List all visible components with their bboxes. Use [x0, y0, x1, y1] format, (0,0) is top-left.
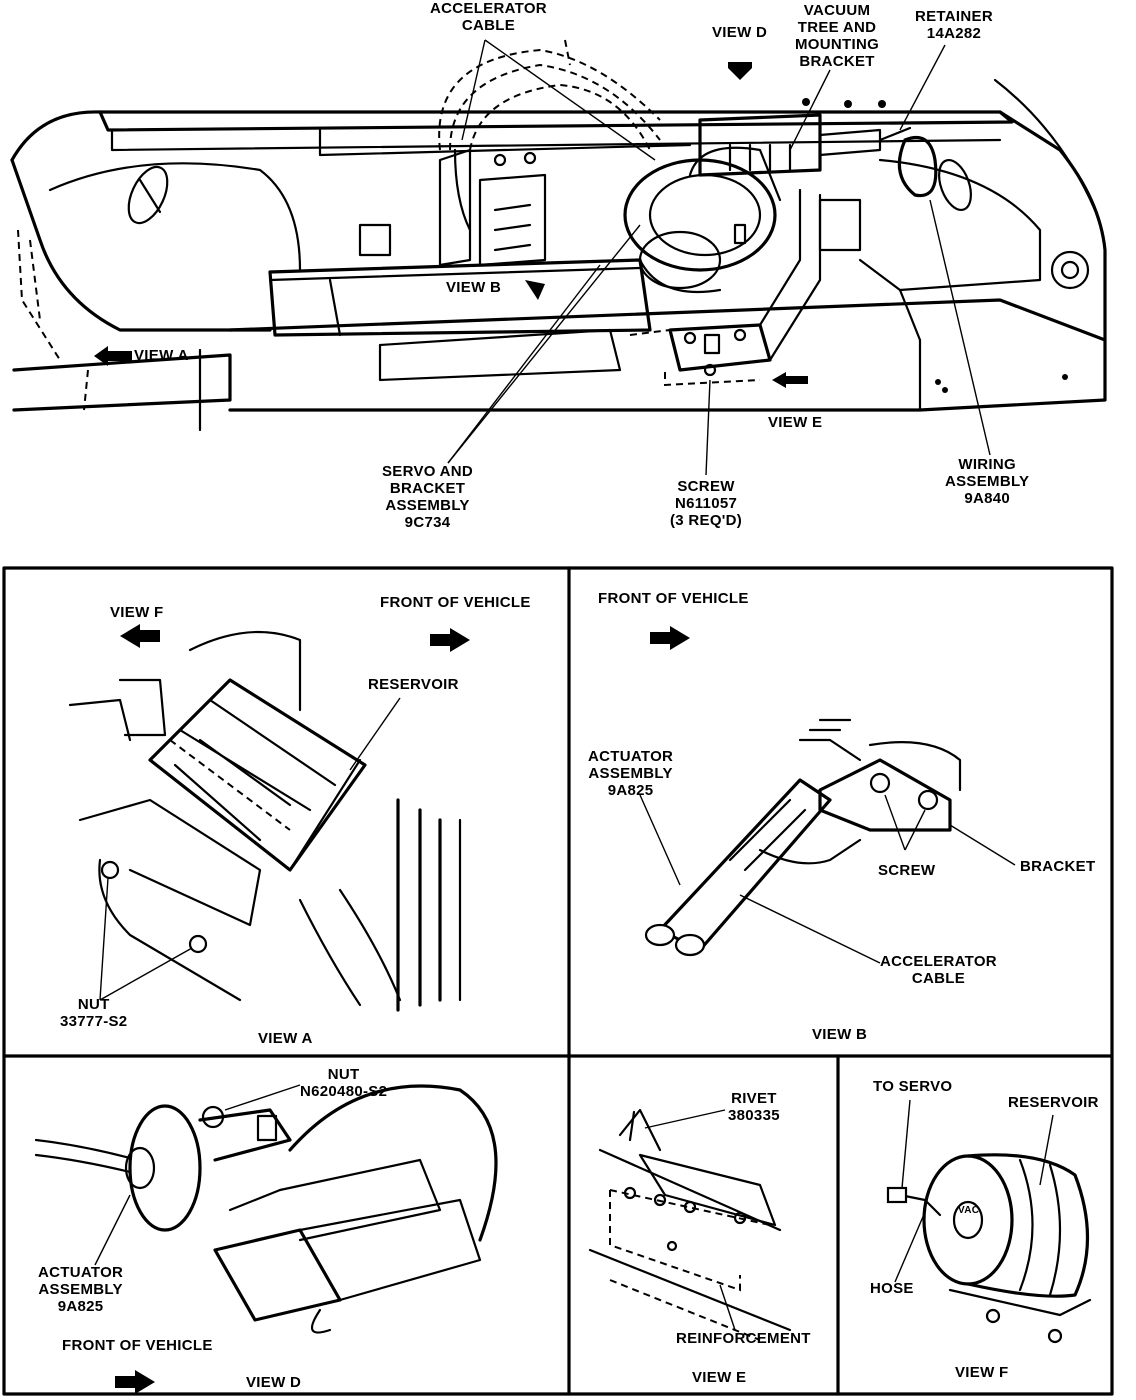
- wiring-assembly-label: WIRING ASSEMBLY 9A840: [945, 456, 1030, 507]
- engine-compartment-drawing: [10, 39, 1107, 476]
- view-a-front-label: FRONT OF VEHICLE: [380, 594, 531, 611]
- view-f-hose-label: HOSE: [870, 1280, 914, 1297]
- view-e-callout: VIEW E: [768, 414, 823, 431]
- vacuum-tree-label: VACUUM TREE AND MOUNTING BRACKET: [795, 2, 880, 70]
- view-d-nut-label: NUT N620480-S2: [300, 1066, 388, 1100]
- view-f-drawing: [886, 1099, 1092, 1344]
- view-b-bracket-label: BRACKET: [1020, 858, 1096, 875]
- view-a-nut-label: NUT 33777-S2: [60, 996, 128, 1030]
- retainer-label: RETAINER 14A282: [915, 8, 993, 42]
- view-f-vac-label: VAC: [958, 1205, 980, 1216]
- detail-panels-frame: [2, 566, 1114, 1396]
- view-b-actuator-label: ACTUATOR ASSEMBLY 9A825: [588, 748, 674, 799]
- view-a-reservoir-label: RESERVOIR: [368, 676, 459, 693]
- accelerator-cable-label: ACCELERATOR CABLE: [430, 0, 547, 34]
- view-d-drawing: [34, 1084, 498, 1394]
- servo-bracket-label: SERVO AND BRACKET ASSEMBLY 9C734: [382, 463, 474, 531]
- view-f-to-servo-label: TO SERVO: [873, 1078, 953, 1095]
- view-d-callout: VIEW D: [712, 24, 768, 41]
- view-b-front-label: FRONT OF VEHICLE: [598, 590, 749, 607]
- view-d-actuator-label: ACTUATOR ASSEMBLY 9A825: [38, 1264, 124, 1315]
- view-b-screw-label: SCREW: [878, 862, 936, 879]
- view-b-drawing: [639, 626, 1016, 964]
- view-f-caption: VIEW F: [955, 1364, 1009, 1381]
- view-a-view-f-label: VIEW F: [110, 604, 164, 621]
- view-e-rivet-label: RIVET 380335: [728, 1090, 780, 1124]
- view-b-callout: VIEW B: [446, 279, 502, 296]
- view-a-callout: VIEW A: [134, 347, 189, 364]
- view-e-drawing: [588, 1108, 792, 1341]
- view-a-caption: VIEW A: [258, 1030, 313, 1047]
- screw-label: SCREW N611057 (3 REQ'D): [670, 478, 743, 529]
- view-f-reservoir-label: RESERVOIR: [1008, 1094, 1099, 1111]
- view-d-caption: VIEW D: [246, 1374, 302, 1391]
- view-b-accelerator-cable-label: ACCELERATOR CABLE: [880, 953, 997, 987]
- view-b-caption: VIEW B: [812, 1026, 868, 1043]
- view-a-drawing: [68, 624, 470, 1012]
- view-e-reinforcement-label: REINFORCEMENT: [676, 1330, 811, 1347]
- view-d-front-label: FRONT OF VEHICLE: [62, 1337, 213, 1354]
- view-e-caption: VIEW E: [692, 1369, 747, 1386]
